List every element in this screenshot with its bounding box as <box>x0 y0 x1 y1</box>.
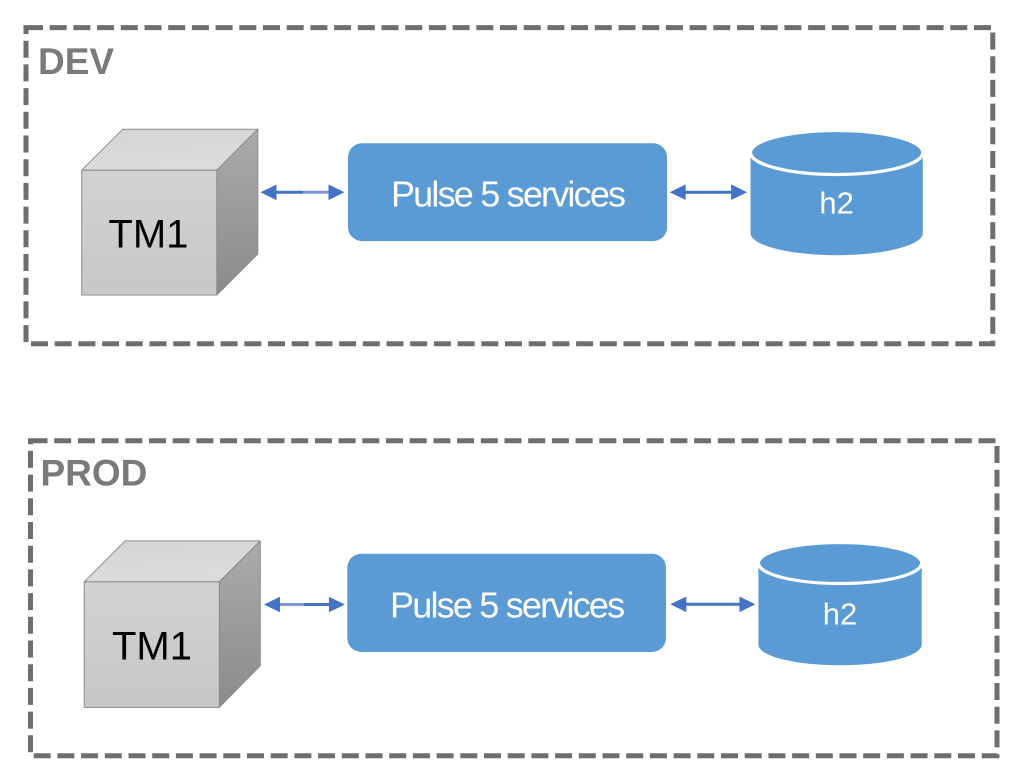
svg-text:h2: h2 <box>823 597 857 632</box>
svg-text:TM1: TM1 <box>112 625 192 669</box>
svg-text:Pulse 5 services: Pulse 5 services <box>390 585 624 626</box>
svg-text:PROD: PROD <box>41 453 148 494</box>
svg-text:TM1: TM1 <box>108 212 188 256</box>
svg-text:DEV: DEV <box>38 41 114 82</box>
svg-text:h2: h2 <box>819 185 853 220</box>
svg-text:Pulse 5 services: Pulse 5 services <box>391 173 625 214</box>
